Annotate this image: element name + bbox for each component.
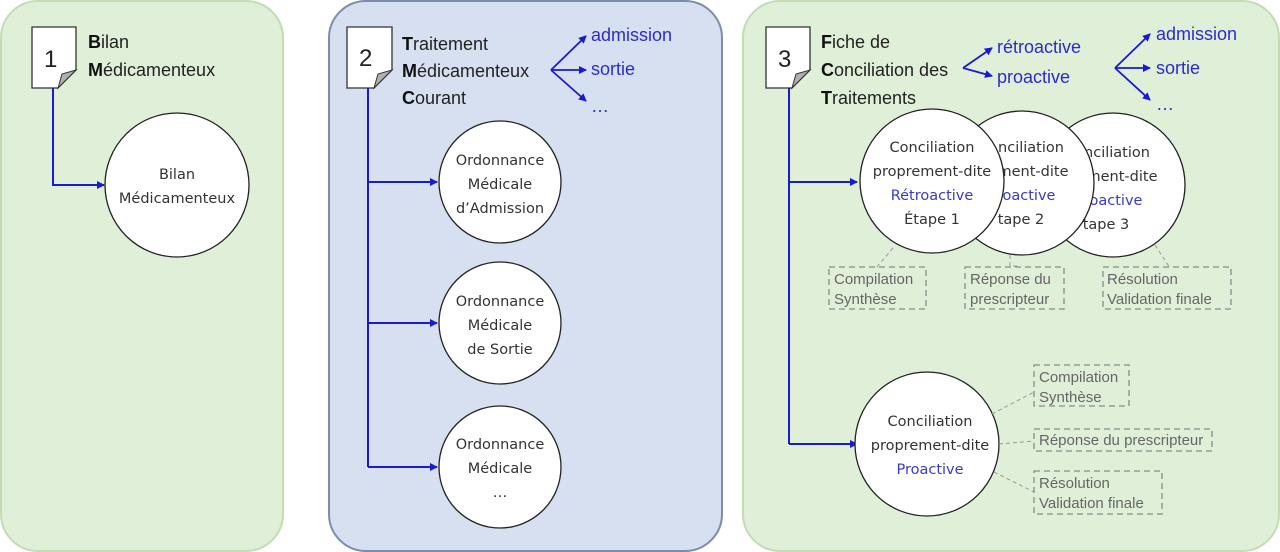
step-label: Réponse du: [970, 271, 1051, 288]
circle-label: Ordonnance: [456, 153, 545, 169]
title-line: Fiche de: [821, 32, 890, 52]
step-label: Validation finale: [1107, 291, 1212, 308]
circle-label: Conciliation: [890, 140, 975, 156]
branch-label-sortie: sortie: [591, 59, 635, 79]
circle-proactive[interactable]: Conciliation proprement-dite Proactive: [854, 371, 1000, 517]
branch-label-retroactive: rétroactive: [997, 37, 1081, 57]
document-number: 3: [778, 46, 791, 73]
connector-tree-3: [788, 88, 858, 448]
circle-label: tape 2: [998, 212, 1045, 228]
panel-fiche-conciliation: [742, 0, 1280, 552]
title-line: Conciliation des: [821, 60, 948, 80]
branch-label-admission: admission: [1156, 24, 1237, 44]
step-label: Résolution: [1039, 475, 1110, 492]
step-label: Synthèse: [834, 291, 897, 308]
circle-label: Médicale: [468, 461, 533, 477]
step-label: Compilation: [834, 271, 913, 288]
document-icon-3: 3: [765, 26, 812, 90]
circle-label: Bilan: [159, 167, 195, 183]
panel-bilan-medicamenteux: [0, 0, 284, 552]
retro-step-box-1[interactable]: Compilation Synthèse: [828, 266, 927, 310]
connector-arrow: [52, 88, 105, 189]
circle-label: nciliation: [998, 140, 1064, 156]
step-label: Validation finale: [1039, 495, 1144, 512]
circle-retroactive-step-1[interactable]: Conciliation proprement-dite Rétroactive…: [859, 108, 1005, 254]
step-label: Réponse du prescripteur: [1039, 432, 1203, 449]
retro-step-box-3[interactable]: Résolution Validation finale: [1102, 266, 1232, 310]
title-line: Médicamenteux: [88, 60, 215, 80]
circle-ordonnance-admission[interactable]: Ordonnance Médicale d’Admission: [438, 120, 562, 244]
document-number: 1: [44, 46, 57, 73]
title-line: Traitement: [402, 34, 488, 54]
branch-arrows-type: [962, 47, 993, 78]
branch-label-proactive: proactive: [997, 67, 1070, 87]
branch-label-more: …: [1156, 94, 1174, 114]
circle-label: Étape 1: [904, 211, 960, 228]
step-label: Résolution: [1107, 271, 1178, 288]
title-line: Médicamenteux: [402, 61, 529, 81]
circle-label: Ordonnance: [456, 437, 545, 453]
circle-label: ment-dite: [1087, 169, 1158, 185]
branch-arrows-moment: [1114, 33, 1151, 101]
step-label: Synthèse: [1039, 389, 1102, 406]
circle-label: Proactive: [896, 462, 963, 478]
circle-label: de Sortie: [467, 342, 532, 358]
circle-label: Conciliation: [888, 414, 973, 430]
branch-arrows: [550, 35, 587, 102]
circle-label: oactive: [1090, 193, 1143, 209]
circle-label: ment-dite: [998, 164, 1069, 180]
circle-label: proprement-dite: [871, 438, 990, 454]
step-label: prescripteur: [970, 291, 1049, 308]
branch-label-admission: admission: [591, 25, 672, 45]
circle-bilan-medicamenteux[interactable]: Bilan Médicamenteux: [104, 112, 250, 258]
retro-step-connectors: [875, 244, 1171, 269]
title-line: Courant: [402, 88, 466, 108]
retro-step-box-2[interactable]: Réponse du prescripteur: [964, 266, 1065, 310]
proactive-step-box-1[interactable]: Compilation Synthèse: [1033, 364, 1130, 407]
title-line: Traitements: [821, 88, 916, 108]
proactive-step-box-3[interactable]: Résolution Validation finale: [1033, 470, 1163, 515]
connector-tree-2: [367, 88, 438, 471]
circle-label: Médicamenteux: [119, 191, 236, 207]
circle-label: Ordonnance: [456, 294, 545, 310]
document-number: 2: [359, 45, 372, 72]
step-label: Compilation: [1039, 369, 1118, 386]
circle-ordonnance-other[interactable]: Ordonnance Médicale …: [438, 405, 562, 529]
circle-label: oactive: [1003, 188, 1056, 204]
document-icon-1: 1: [31, 26, 78, 90]
circle-label: …: [493, 485, 508, 501]
branch-label-more: …: [591, 96, 609, 116]
title-line: Bilan: [88, 32, 129, 52]
circle-label: Médicale: [468, 177, 533, 193]
circle-label: d’Admission: [456, 201, 544, 217]
proactive-step-connectors: [991, 391, 1035, 493]
circle-ordonnance-sortie[interactable]: Ordonnance Médicale de Sortie: [438, 261, 562, 385]
circle-label: nciliation: [1084, 145, 1150, 161]
proactive-step-box-2[interactable]: Réponse du prescripteur: [1033, 428, 1213, 452]
circle-label: tape 3: [1083, 217, 1130, 233]
circle-label: proprement-dite: [873, 164, 992, 180]
branch-label-sortie: sortie: [1156, 58, 1200, 78]
circle-label: Rétroactive: [891, 188, 974, 204]
document-icon-2: 2: [346, 26, 394, 90]
circle-label: Médicale: [468, 318, 533, 334]
